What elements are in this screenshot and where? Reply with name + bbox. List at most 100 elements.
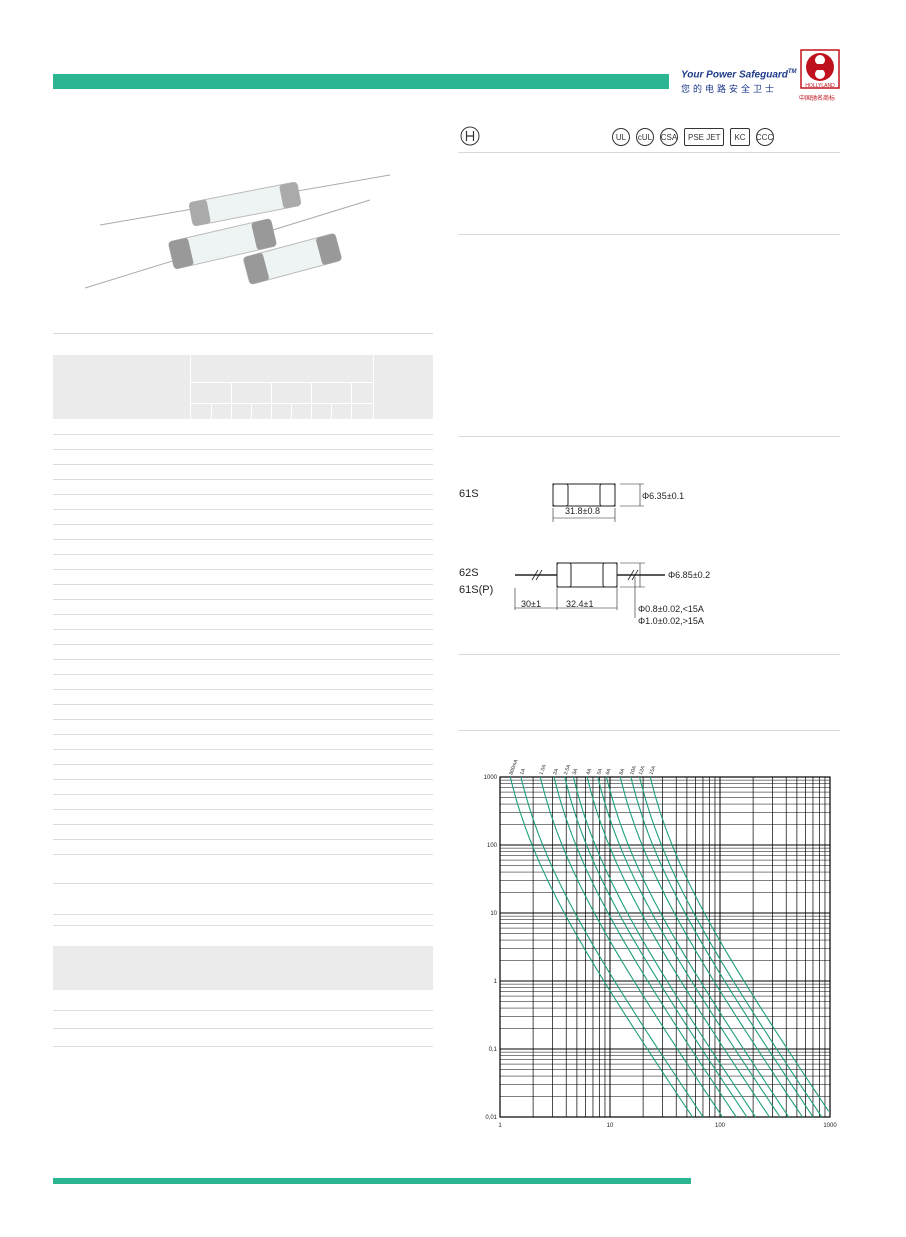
y-tick-label: 1 [494,979,498,985]
table-row [53,704,433,705]
ccc-icon: CCC [755,128,774,146]
y-tick-label: 10 [490,911,497,917]
divider [458,654,840,655]
series-label: 10A [629,765,638,776]
model-62s-label: 62S [459,567,479,579]
model-61sp-label: 61S(P) [459,584,494,596]
curve-1A [520,776,704,1118]
table-row [53,614,433,615]
curve-2A [553,776,737,1118]
series-label: 800mA [509,758,520,776]
x-tick-label: 1 [498,1123,502,1129]
x-tick-label: 10 [607,1123,614,1129]
table-row [53,1028,433,1029]
slogan-chinese: 您的电路安全卫士 [681,84,778,94]
divider [53,333,433,334]
61s-length: 31.8±0.8 [565,506,600,516]
table-row [53,464,433,465]
table-row [53,584,433,585]
series-label: 15A [649,765,658,776]
table-row [53,689,433,690]
cul-icon: cUL [636,128,654,146]
logo-brand-text: HOLLYLAND [805,83,835,89]
series-label: 6A [605,767,613,775]
table-row [53,479,433,480]
hollyland-logo: HOLLYLAND [800,49,840,89]
divider [458,730,840,731]
table-row [53,764,433,765]
y-tick-label: 0,1 [489,1047,498,1053]
plot-frame [499,776,831,1118]
table-row [53,599,433,600]
divider [458,234,840,235]
certification-marks: UL cUL CSA PSE JET KC CCC [612,128,774,146]
62s-diameter: Φ6.85±0.2 [668,570,711,580]
kc-icon: KC [730,128,750,146]
curve-15A [649,776,830,1112]
x-tick-label: 1000 [823,1123,837,1129]
table-row [53,1010,433,1011]
h-icon [460,126,480,146]
lead-diameter-large: Φ1.0±0.02,>15A [638,616,704,626]
series-label: 5A [596,767,604,775]
table-row [53,539,433,540]
x-tick-label: 100 [715,1123,726,1129]
curve-1.5A [539,776,723,1118]
table-row [53,779,433,780]
table-row [53,794,433,795]
curve-8A [619,776,803,1118]
curve-3A [572,776,757,1118]
curve-5A [597,776,781,1118]
table-row [53,434,433,435]
pse-jet-icon: PSE JET [684,128,725,146]
y-tick-label: 100 [487,843,498,849]
table-row [53,719,433,720]
table-row [53,674,433,675]
model-61s-label: 61S [459,488,479,500]
table-row [53,925,433,926]
series-label: 4A [585,767,593,775]
series-label: 12A [638,765,647,776]
table-row [53,854,433,855]
curve-2.5A [564,776,748,1118]
product-photo [84,174,391,289]
table-row [53,554,433,555]
table-row [53,569,433,570]
drawing-62s [514,562,665,618]
lead-diameter-small: Φ0.8±0.02,<15A [638,604,704,614]
series-label: 1A [519,767,527,775]
61s-diameter: Φ6.35±0.1 [642,491,685,501]
series-label: 1.5A [539,763,548,775]
slogan: Your Power SafeguardTM [681,69,797,81]
ul-icon: UL [612,128,630,146]
table-row [53,839,433,840]
brand-chinese: 中国驰名商标 [799,96,836,102]
table-row [53,494,433,495]
footer-accent-bar [53,1178,691,1184]
table-row [53,524,433,525]
header-accent-bar [53,74,669,89]
series-label: 2A [552,767,560,775]
curve-4A [586,776,770,1118]
series-label: 2.5A [563,763,572,775]
table-row [53,449,433,450]
y-tick-label: 0,01 [485,1115,497,1121]
spec-table-header [53,355,433,419]
drawing-61s [552,483,644,522]
table-row [53,659,433,660]
series-label: 3A [572,767,580,775]
62s-body-length: 32.4±1 [566,599,594,609]
table-row [53,883,433,884]
series-label: 8A [619,767,627,775]
table-row [53,644,433,645]
table-row [53,809,433,810]
62s-lead-length: 30±1 [521,599,541,609]
table-row [53,914,433,915]
csa-icon: CSA [660,128,678,146]
table-row [53,734,433,735]
curve-800mA [509,776,693,1118]
curve-10A [630,776,814,1118]
y-tick-label: 1000 [484,775,498,781]
table-row [53,1046,433,1047]
divider [458,152,840,153]
